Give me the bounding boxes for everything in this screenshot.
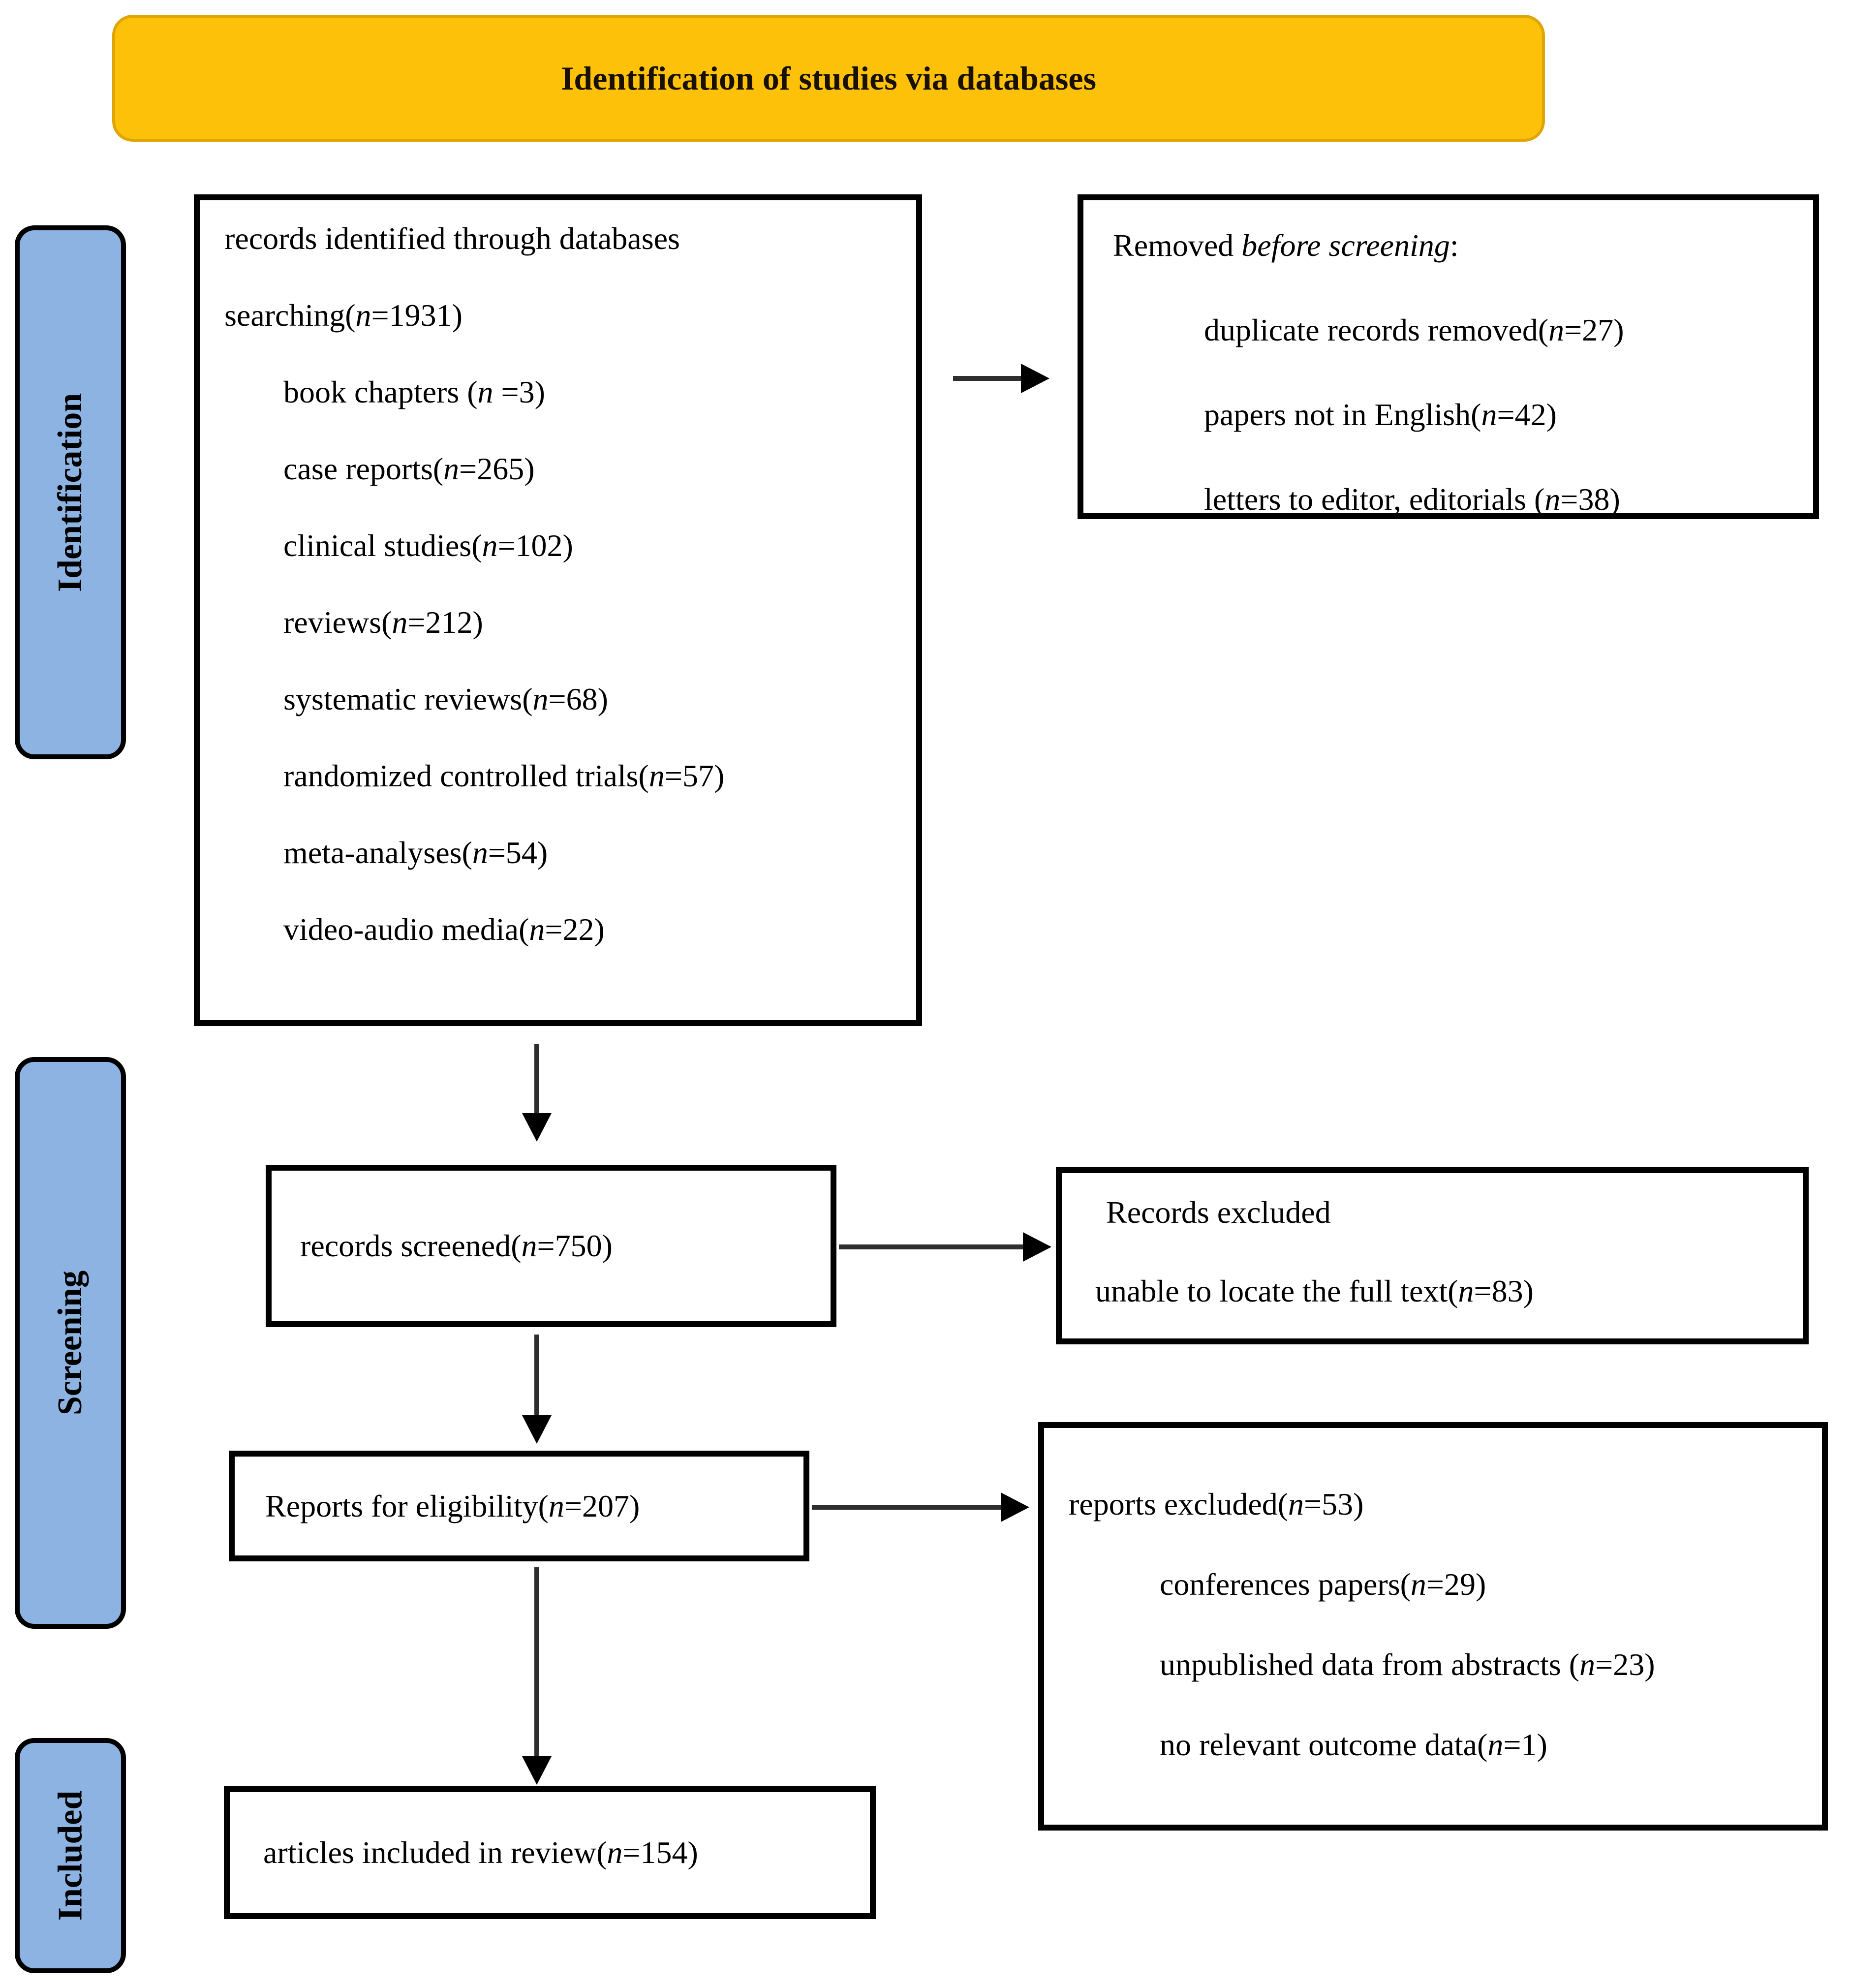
box-content: Records excluded unable to locate the fu… xyxy=(1062,1173,1803,1331)
stage-label-text: Included xyxy=(51,1790,89,1921)
arrow-identified-to-removed xyxy=(953,363,1049,394)
reports-excluded-item: unpublished data from abstracts (n=23) xyxy=(1160,1647,1655,1682)
stage-label-text: Screening xyxy=(51,1270,90,1416)
box-reports-excluded: reports excluded(n=53) conferences paper… xyxy=(1038,1422,1828,1831)
stage-label-identification: Identification xyxy=(15,225,126,759)
reports-excluded-title: reports excluded(n=53) xyxy=(1069,1487,1364,1522)
banner-title: Identification of studies via databases xyxy=(560,59,1097,97)
box-content: reports excluded(n=53) conferences paper… xyxy=(1044,1428,1822,1785)
reports-eligibility-text: Reports for eligibility(n=207) xyxy=(265,1488,640,1523)
box-removed-before-screening: Removed before screening: duplicate reco… xyxy=(1078,194,1819,519)
arrow-eligibility-to-included xyxy=(522,1567,552,1785)
banner: Identification of studies via databases xyxy=(112,15,1545,142)
identified-item: reviews(n=212) xyxy=(283,605,483,640)
articles-included-text: articles included in review(n=154) xyxy=(263,1835,698,1870)
identified-item: systematic reviews(n=68) xyxy=(283,682,608,716)
reports-excluded-item: no relevant outcome data(n=1) xyxy=(1160,1727,1547,1762)
arrow-shaft xyxy=(534,1567,539,1760)
arrow-shaft xyxy=(839,1244,1027,1249)
arrow-eligibility-to-reports-excluded xyxy=(812,1492,1029,1522)
identified-item: meta-analyses(n=54) xyxy=(283,835,548,870)
identified-item: case reports(n=265) xyxy=(283,451,535,486)
removed-item: duplicate records removed(n=27) xyxy=(1204,312,1624,347)
removed-title-pre: Removed xyxy=(1113,228,1242,263)
arrow-head-icon xyxy=(1021,364,1049,393)
identified-item: randomized controlled trials(n=57) xyxy=(283,758,725,793)
removed-item: letters to editor, editorials (n=38) xyxy=(1204,482,1620,517)
stage-label-screening: Screening xyxy=(15,1057,126,1629)
identified-item: clinical studies(n=102) xyxy=(283,528,573,563)
arrow-shaft xyxy=(812,1505,1005,1510)
arrow-shaft xyxy=(953,376,1025,381)
arrow-shaft xyxy=(534,1335,539,1419)
arrow-identified-to-screened xyxy=(522,1044,552,1142)
removed-title-post: : xyxy=(1449,228,1459,263)
stage-label-included: Included xyxy=(15,1738,126,1973)
removed-title: Removed before screening: xyxy=(1113,203,1803,288)
arrow-head-icon xyxy=(522,1415,552,1444)
reports-excluded-item: conferences papers(n=29) xyxy=(1160,1567,1486,1602)
stage-label-text: Identification xyxy=(51,393,90,592)
records-excluded-reason: unable to locate the full text(n=83) xyxy=(1095,1274,1534,1308)
records-screened-text: records screened(n=750) xyxy=(300,1228,613,1263)
removed-item: papers not in English(n=42) xyxy=(1204,397,1557,432)
box-records-screened: records screened(n=750) xyxy=(266,1165,836,1327)
records-excluded-title: Records excluded xyxy=(1106,1195,1331,1230)
box-content: Removed before screening: duplicate reco… xyxy=(1083,200,1813,542)
arrow-head-icon xyxy=(522,1113,552,1142)
arrow-screened-to-eligibility xyxy=(522,1335,552,1444)
box-content: records identified through databases sea… xyxy=(200,200,916,968)
arrow-screened-to-records-excluded xyxy=(839,1232,1051,1262)
identified-item: book chapters (n =3) xyxy=(283,374,545,409)
box-records-excluded: Records excluded unable to locate the fu… xyxy=(1056,1167,1809,1344)
records-identified-text: records identified through databases sea… xyxy=(224,221,680,333)
box-reports-for-eligibility: Reports for eligibility(n=207) xyxy=(229,1451,809,1561)
identified-item: video-audio media(n=22) xyxy=(283,912,605,947)
arrow-head-icon xyxy=(1023,1232,1051,1262)
box-articles-included: articles included in review(n=154) xyxy=(224,1786,876,1919)
box-records-identified: records identified through databases sea… xyxy=(194,194,922,1026)
arrow-head-icon xyxy=(522,1756,552,1785)
removed-title-italic: before screening xyxy=(1241,228,1450,263)
arrow-shaft xyxy=(534,1044,539,1117)
arrow-head-icon xyxy=(1001,1492,1029,1522)
